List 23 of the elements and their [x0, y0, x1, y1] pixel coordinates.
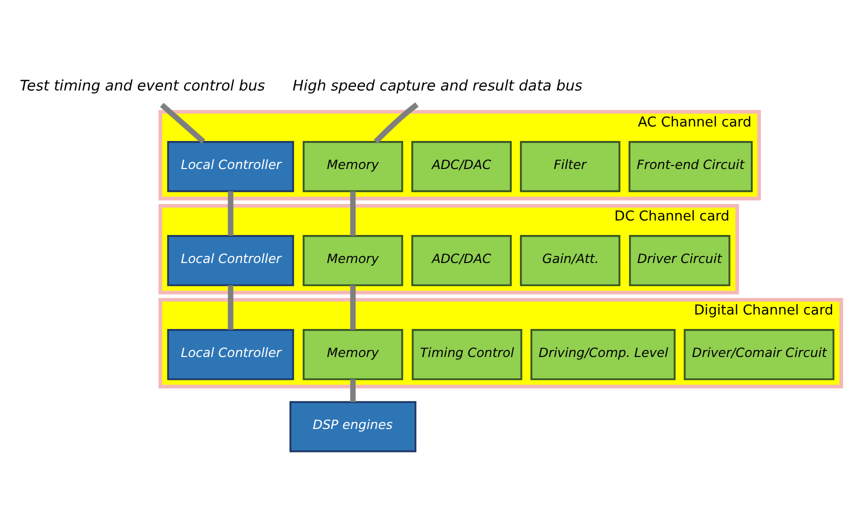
node-box: Local Controller: [167, 328, 294, 380]
node-box: Driver/Comair Circuit: [684, 328, 834, 380]
connector: [228, 190, 234, 236]
node-box: Local Controller: [167, 234, 294, 286]
node-text: Test timing and event control bus: [20, 77, 265, 94]
node-box: Memory: [302, 328, 404, 380]
node-box: Memory: [302, 140, 404, 192]
connector: [228, 284, 234, 330]
node-box: Local Controller: [167, 140, 294, 192]
node-box: Timing Control: [412, 328, 522, 380]
connector: [350, 190, 356, 236]
node-text: High speed capture and result data bus: [292, 77, 582, 94]
node-box: DSP engines: [289, 400, 416, 452]
connector: [350, 378, 356, 402]
node-box: Gain/Att.: [520, 234, 620, 286]
node-box: Filter: [520, 140, 620, 192]
node-box: Memory: [302, 234, 404, 286]
node-box: Front-end Circuit: [628, 140, 753, 192]
node-box: ADC/DAC: [411, 140, 512, 192]
node-box: Driver Circuit: [629, 234, 730, 286]
node-box: Driving/Comp. Level: [530, 328, 676, 380]
node-box: ADC/DAC: [411, 234, 512, 286]
connector: [350, 284, 356, 330]
